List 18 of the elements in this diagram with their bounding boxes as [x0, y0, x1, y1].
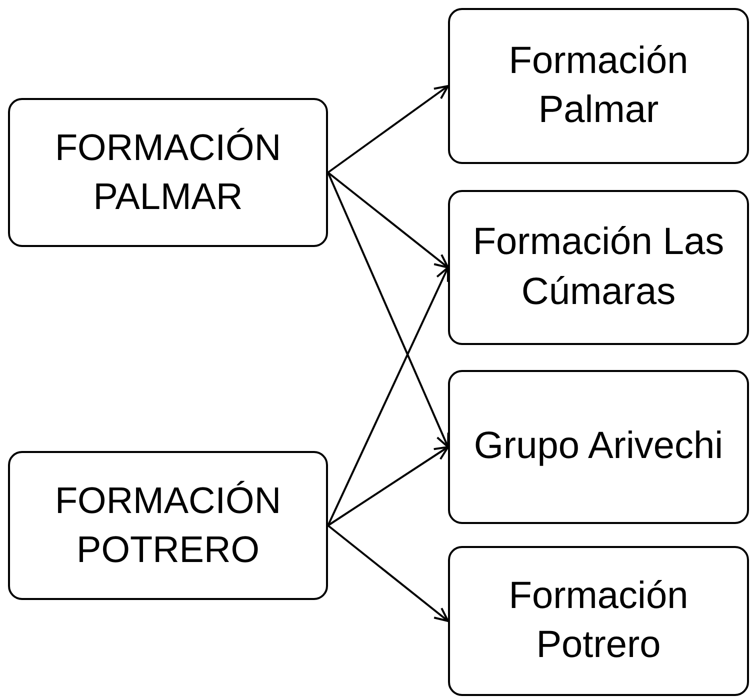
formation-box — [448, 546, 749, 696]
formation-box — [448, 370, 749, 524]
box-label: FORMACIÓN PALMAR — [54, 126, 282, 218]
arrow — [327, 266, 449, 526]
formation-box — [8, 98, 328, 247]
arrow — [327, 172, 449, 268]
arrow — [327, 524, 449, 622]
arrow — [327, 446, 449, 526]
box-label: Formación Potrero — [508, 574, 690, 668]
box-label: Formación Palmar — [508, 38, 690, 133]
formation-box — [448, 8, 749, 164]
box-label: FORMACIÓN POTRERO — [54, 479, 282, 572]
formation-box — [8, 451, 328, 600]
arrow — [327, 172, 450, 448]
formation-box — [448, 190, 749, 345]
box-label: Formación Las Cúmaras — [472, 220, 726, 314]
box-label: Grupo Arivechi — [474, 424, 724, 470]
arrow — [327, 85, 449, 174]
